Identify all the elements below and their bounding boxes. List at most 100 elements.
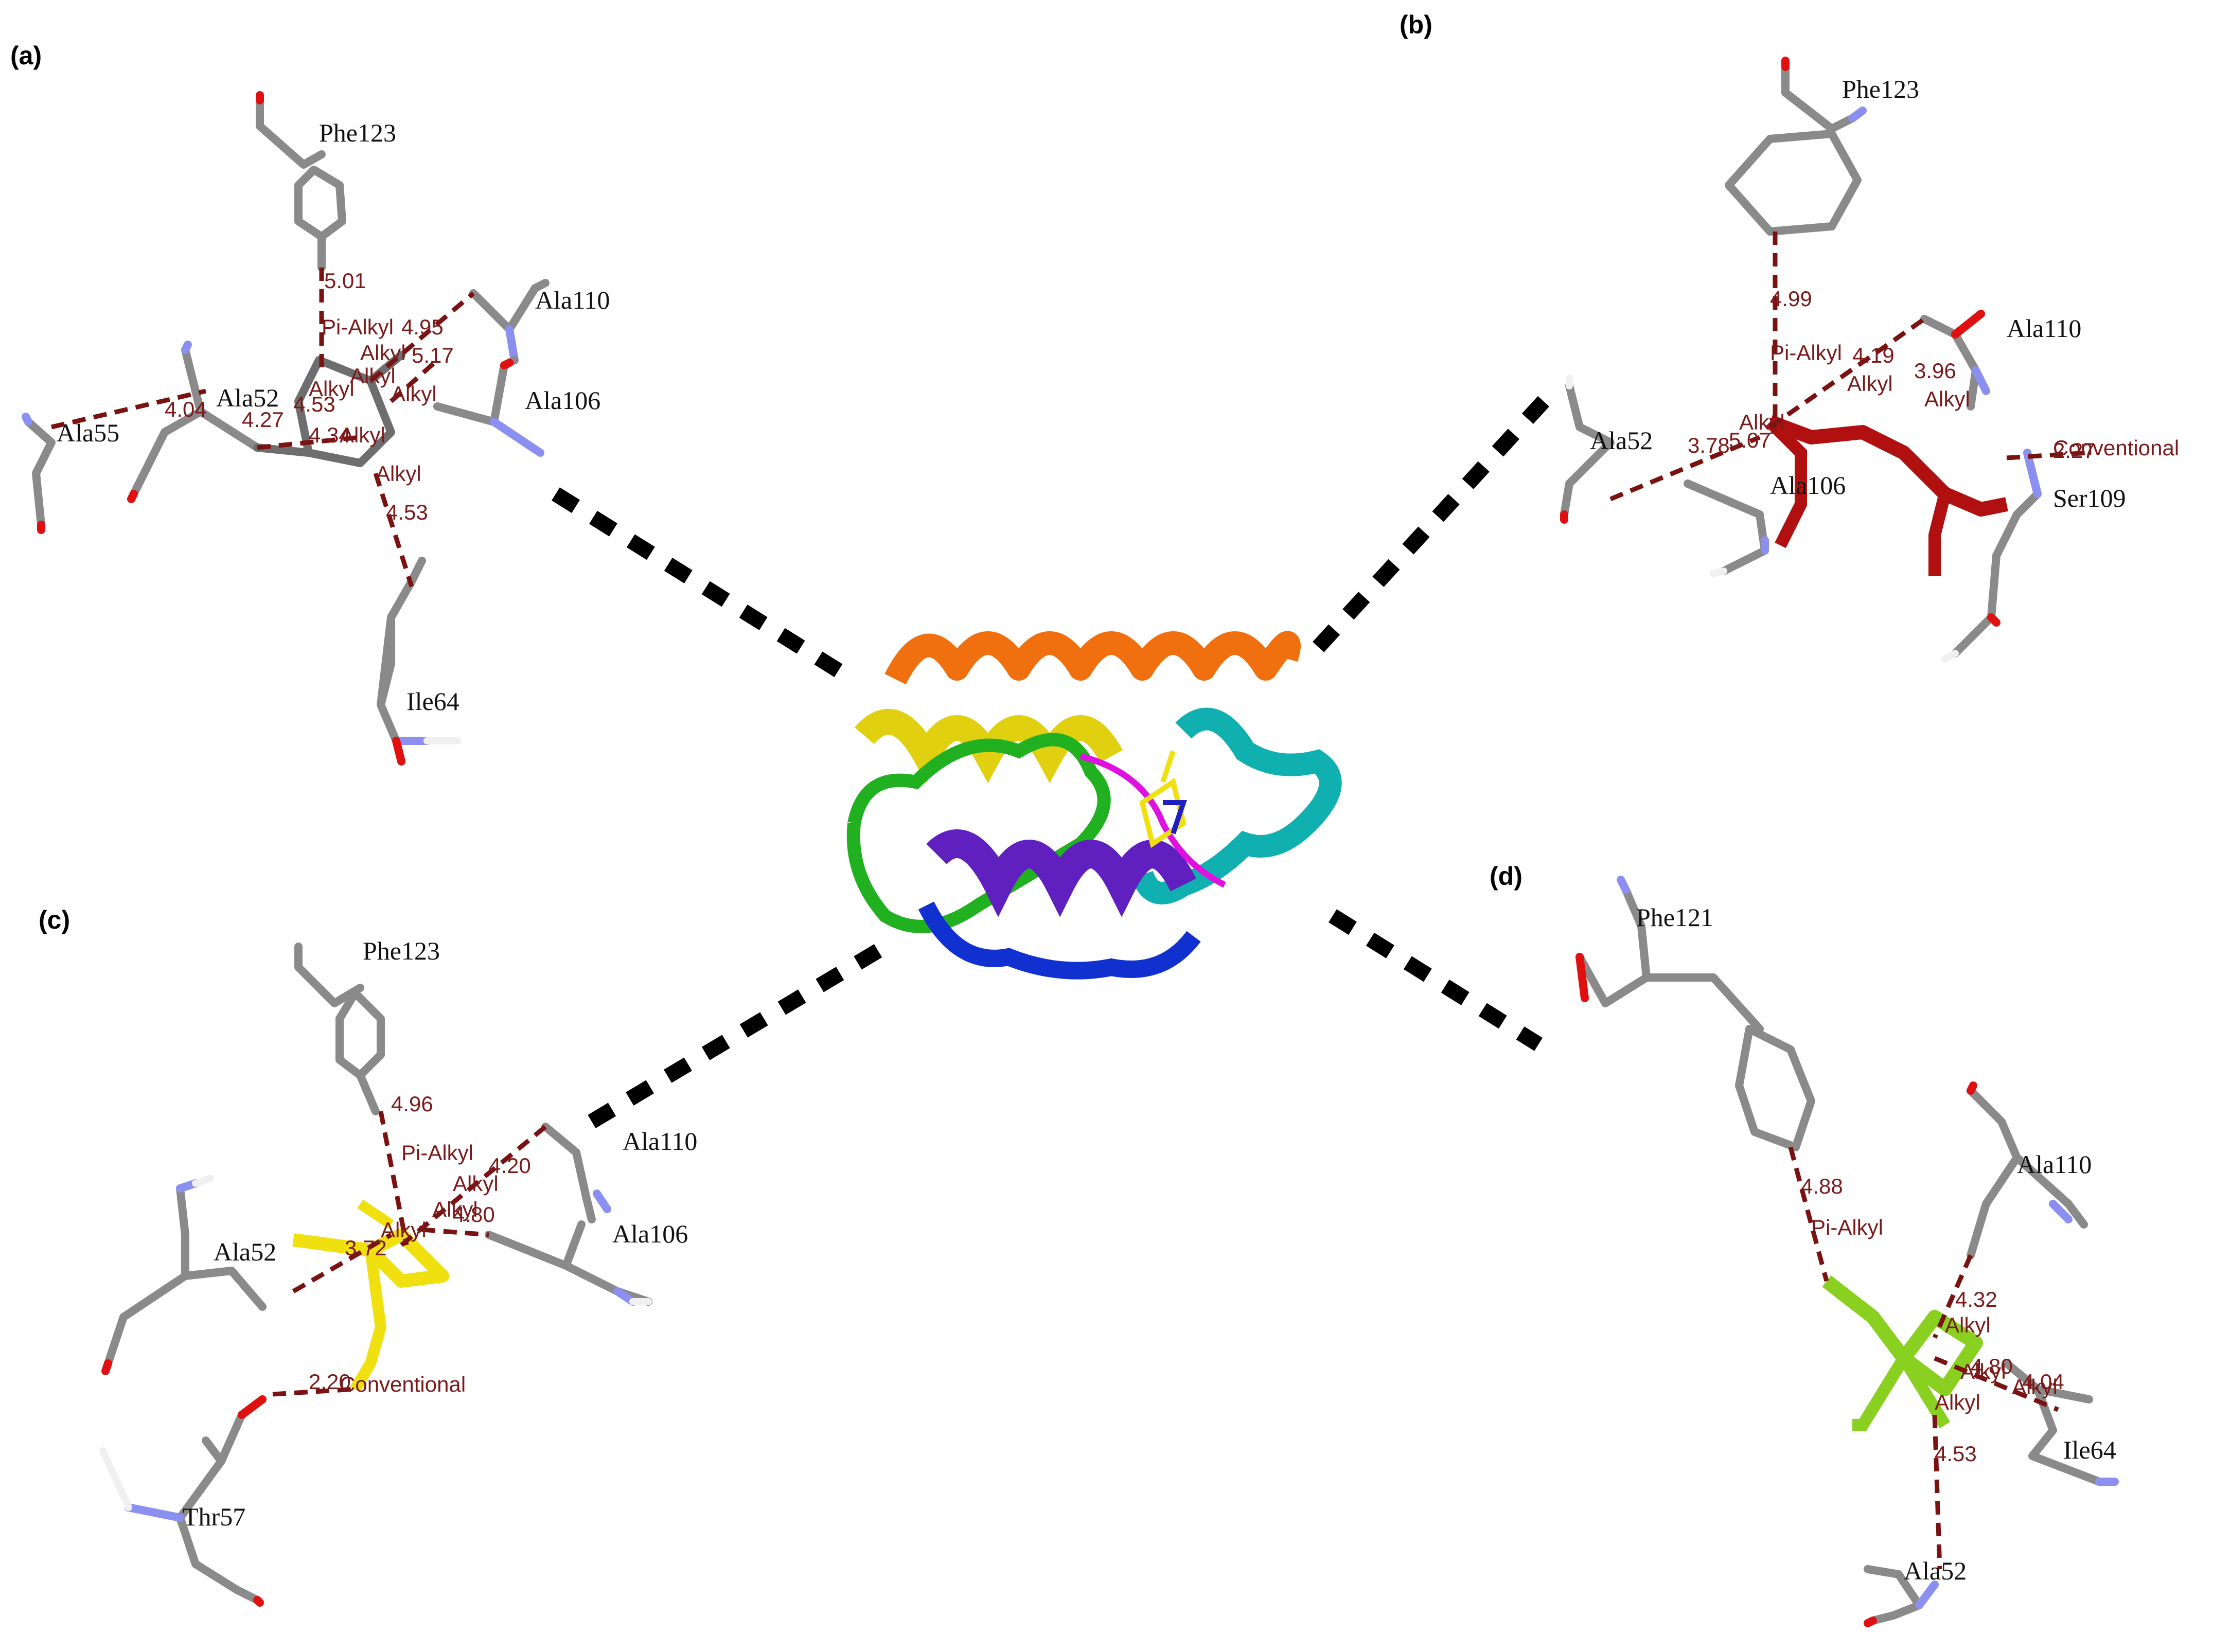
panel-c: (c) bbox=[39, 905, 697, 1607]
label-a-res-0: Phe123 bbox=[319, 118, 396, 147]
residue-d-ala52 bbox=[1864, 1565, 1939, 1627]
helix-yellow bbox=[855, 708, 1123, 784]
coil-magenta bbox=[1079, 753, 1226, 888]
label-a-res-3: Ala55 bbox=[57, 418, 119, 447]
residue-c-ala106 bbox=[485, 1220, 652, 1306]
label-c-dist-1: 4.20 bbox=[489, 1153, 531, 1178]
ligand-d bbox=[1822, 1275, 1983, 1431]
residue-a-ala52 bbox=[127, 341, 261, 503]
bond-b-ala110 bbox=[1768, 317, 1926, 429]
residue-b-ala52 bbox=[1560, 375, 1615, 524]
label-b-res-0: Phe123 bbox=[1842, 75, 1919, 103]
label-d-dist-1: 4.32 bbox=[1955, 1287, 1997, 1311]
label-c-res-0: Phe123 bbox=[363, 936, 440, 965]
helix-purple bbox=[926, 829, 1197, 917]
bond-c-ala106 bbox=[421, 1227, 489, 1237]
residue-c-phe123 bbox=[294, 943, 385, 1115]
label-b-itype-3: Alkyl bbox=[1739, 410, 1785, 434]
label-d-dist-2: 4.80 bbox=[1971, 1354, 2013, 1378]
label-d-itype-2: Alkyl bbox=[1960, 1359, 2006, 1383]
residue-b-ser109 bbox=[1941, 449, 2042, 662]
label-c-res-4: Thr57 bbox=[183, 1502, 245, 1531]
label-c-itype-3: Alkyl bbox=[381, 1218, 427, 1242]
label-b-res-1: Ala110 bbox=[2007, 314, 2081, 343]
bond-a-ile64 bbox=[373, 472, 414, 588]
label-c-itype-4: Conventional bbox=[340, 1372, 466, 1396]
center-ligand-blue bbox=[1163, 800, 1187, 834]
residue-d-ala110 bbox=[1967, 1081, 2088, 1259]
label-b-dist-1: 4.19 bbox=[1852, 343, 1894, 367]
label-d-dist-0: 4.88 bbox=[1801, 1174, 1843, 1198]
bond-a-ala106 bbox=[389, 358, 439, 403]
bond-d-ala110 bbox=[1932, 1254, 1973, 1339]
label-d-itype-1: Alkyl bbox=[1945, 1313, 1991, 1337]
label-d-itype-3: Alkyl bbox=[2012, 1375, 2058, 1399]
label-a-itype-0: Pi-Alkyl bbox=[322, 315, 394, 339]
residue-a-ala110 bbox=[469, 279, 550, 364]
label-c-dist-2: 4.80 bbox=[453, 1202, 495, 1227]
label-c-itype-0: Pi-Alkyl bbox=[401, 1141, 473, 1165]
bond-a-ala55 bbox=[50, 388, 207, 430]
label-a-itype-5: Alkyl bbox=[340, 423, 385, 447]
label-c-res-1: Ala110 bbox=[623, 1127, 697, 1156]
bond-d-ala52 bbox=[1932, 1414, 1942, 1570]
label-a-dist-5: 4.53 bbox=[293, 392, 335, 416]
label-b-res-3: Ala106 bbox=[1770, 471, 1846, 500]
label-c-res-3: Ala52 bbox=[214, 1237, 276, 1266]
residue-a-ile64 bbox=[377, 557, 462, 766]
label-a-itype-6: Alkyl bbox=[376, 461, 421, 486]
label-c-itype-1: Alkyl bbox=[453, 1171, 499, 1196]
protein-cartoon bbox=[846, 631, 1342, 980]
coil-green bbox=[846, 733, 1111, 933]
bond-b-ser109 bbox=[2006, 450, 2090, 460]
bond-c-ala110 bbox=[400, 1125, 547, 1247]
label-b-dist-4: 5.07 bbox=[1729, 428, 1771, 452]
connector-b bbox=[1311, 396, 1550, 654]
label-d-itype-0: Pi-Alkyl bbox=[1811, 1215, 1883, 1239]
label-a-itype-1: Alkyl bbox=[360, 341, 406, 365]
label-a-res-5: Ile64 bbox=[406, 687, 459, 716]
label-b-itype-2: Alkyl bbox=[1924, 387, 1970, 411]
connector-d bbox=[1329, 909, 1543, 1051]
label-a-dist-0: 5.01 bbox=[324, 269, 366, 293]
bond-c-thr57 bbox=[272, 1387, 356, 1397]
label-d-dist-4: 4.53 bbox=[1935, 1442, 1977, 1466]
label-b-itype-1: Alkyl bbox=[1847, 371, 1893, 396]
label-a-dist-6: 4.34 bbox=[309, 423, 351, 447]
label-a-dist-1: 4.95 bbox=[401, 315, 444, 339]
coil-blue bbox=[918, 901, 1201, 980]
ligand-b bbox=[1765, 415, 2008, 576]
label-a-itype-4: Alkyl bbox=[309, 377, 355, 401]
label-a-itype-3: Alkyl bbox=[391, 382, 437, 406]
label-b-res-2: Ala52 bbox=[1590, 426, 1653, 455]
label-b-res-4: Ser109 bbox=[2053, 484, 2126, 512]
label-b-itype-0: Pi-Alkyl bbox=[1770, 341, 1842, 365]
label-a-dist-3: 4.04 bbox=[165, 397, 207, 421]
panel-d: (d) bbox=[1490, 862, 2119, 1627]
helix-orange bbox=[884, 631, 1301, 685]
center-ligand bbox=[1139, 750, 1187, 848]
connector-lines bbox=[552, 396, 1550, 1128]
label-b-dist-0: 4.99 bbox=[1770, 287, 1812, 311]
residue-a-ala55 bbox=[22, 413, 56, 534]
helix-teal bbox=[1131, 707, 1342, 904]
residue-c-ala52 bbox=[101, 1175, 267, 1375]
residue-b-ala110 bbox=[1920, 310, 1990, 411]
ligand-c bbox=[292, 1199, 449, 1392]
label-a-dist-4: 4.27 bbox=[242, 407, 284, 432]
label-a-dist-7: 4.53 bbox=[386, 500, 428, 524]
residue-c-thr57 bbox=[99, 1395, 267, 1607]
panel-a: (a) bbox=[10, 41, 610, 766]
label-d-res-0: Phe121 bbox=[1636, 903, 1713, 932]
residue-a-ala106 bbox=[433, 356, 544, 457]
residue-c-ala110 bbox=[541, 1123, 611, 1223]
panel-d-tag: (d) bbox=[1490, 862, 1522, 891]
residue-b-ala106 bbox=[1684, 479, 1769, 577]
connector-a bbox=[552, 487, 848, 681]
bond-d-ile64 bbox=[1934, 1356, 2059, 1412]
label-c-dist-4: 2.20 bbox=[309, 1370, 351, 1394]
label-b-dist-3: 3.78 bbox=[1688, 433, 1730, 457]
panel-b: (b) bbox=[1400, 10, 2179, 662]
panel-b-tag: (b) bbox=[1400, 10, 1432, 39]
